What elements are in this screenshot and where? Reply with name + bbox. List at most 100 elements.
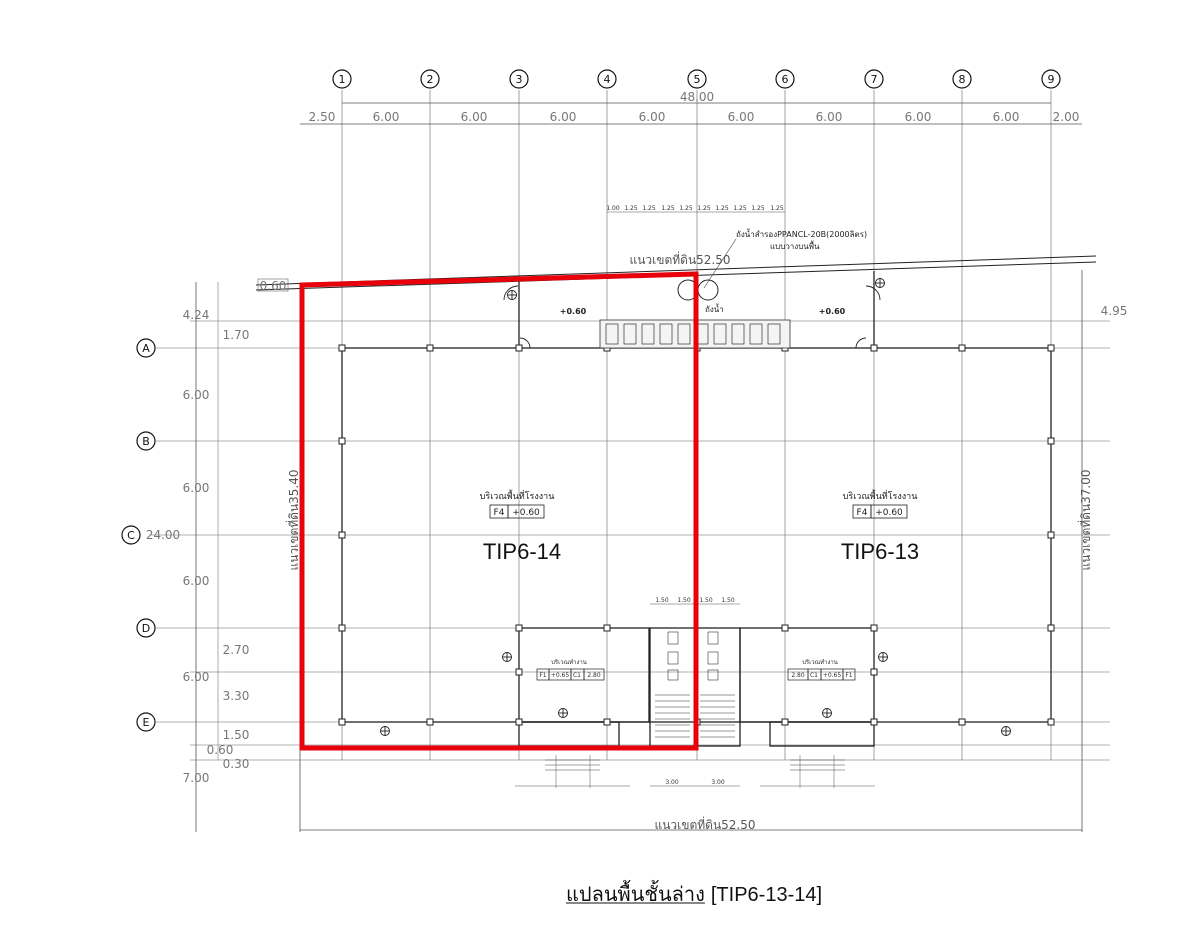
svg-text:1.50: 1.50 — [677, 597, 691, 604]
boundary-label-top: แนวเขตที่ดิน52.50 — [629, 251, 730, 267]
svg-text:1.25: 1.25 — [624, 205, 638, 212]
boundary-label-left: แนวเขตที่ดิน35.40 — [285, 469, 301, 570]
grid-bubble-col: 7 — [864, 69, 884, 89]
grid-bubble-col: 1 — [332, 69, 352, 89]
stair-core: 1.50 1.50 1.50 1.50 3.00 3.00 — [515, 597, 875, 788]
svg-text:1.25: 1.25 — [733, 205, 747, 212]
svg-text:F1: F1 — [845, 672, 852, 679]
grid-bubble-row: C — [121, 525, 141, 545]
unit-tip6-13-labels: บริเวณพื้นที่โรงงาน F4 +0.60 TIP6-13 บริ… — [787, 489, 919, 681]
svg-text:2.70: 2.70 — [223, 643, 250, 657]
grid-bubble-col: 5 — [687, 69, 707, 89]
svg-text:1.25: 1.25 — [642, 205, 656, 212]
svg-text:6.00: 6.00 — [183, 574, 210, 588]
grid-bubble-row: B — [136, 431, 156, 451]
grid-bubble-col: 4 — [597, 69, 617, 89]
svg-text:E: E — [143, 716, 150, 729]
svg-text:1.70: 1.70 — [223, 328, 250, 342]
grid-bubble-col: 2 — [420, 69, 440, 89]
svg-text:2.80: 2.80 — [791, 672, 805, 679]
svg-text:1.25: 1.25 — [697, 205, 711, 212]
svg-text:+0.60: +0.60 — [512, 508, 540, 518]
svg-text:1.50: 1.50 — [699, 597, 713, 604]
grid-bubble-row: D — [136, 618, 156, 638]
svg-text:1.50: 1.50 — [223, 728, 250, 742]
svg-text:2.00: 2.00 — [1053, 110, 1080, 124]
grid-bubble-row: A — [136, 338, 156, 358]
svg-text:48.00: 48.00 — [680, 90, 714, 104]
area-label: บริเวณพื้นที่โรงงาน — [843, 489, 918, 502]
svg-text:C1: C1 — [810, 672, 818, 679]
svg-text:6.00: 6.00 — [816, 110, 843, 124]
grid-lines — [150, 90, 1110, 761]
office-label: บริเวณทำงาน — [802, 659, 838, 666]
svg-text:+0.60: +0.60 — [560, 307, 587, 316]
grid-bubble-row: E — [136, 712, 156, 732]
svg-text:9: 9 — [1048, 73, 1055, 86]
svg-text:3.00: 3.00 — [711, 779, 725, 786]
svg-text:3.00: 3.00 — [665, 779, 679, 786]
svg-text:1.25: 1.25 — [679, 205, 693, 212]
tank-note: ถังน้ำสำรองPPANCL-20B(2000ลิตร) — [736, 228, 867, 239]
svg-text:F4: F4 — [494, 508, 505, 518]
svg-text:6.00: 6.00 — [993, 110, 1020, 124]
boundary-label-bottom: แนวเขตที่ดิน52.50 — [654, 816, 755, 832]
svg-text:0.60: 0.60 — [207, 743, 234, 757]
svg-text:0.30: 0.30 — [223, 757, 250, 771]
row-grid-markers: A B C D E — [121, 338, 156, 732]
svg-text:6: 6 — [782, 73, 789, 86]
svg-text:1.25: 1.25 — [661, 205, 675, 212]
svg-text:ถังน้ำ: ถังน้ำ — [705, 303, 724, 314]
grid-bubble-col: 3 — [509, 69, 529, 89]
svg-text:6.00: 6.00 — [461, 110, 488, 124]
tank-note-2: แบบวางบนพื้น — [770, 240, 820, 251]
svg-text:6.00: 6.00 — [373, 110, 400, 124]
boundary-label-right: แนวเขตที่ดิน37.00 — [1077, 469, 1093, 570]
svg-text:A: A — [142, 342, 150, 355]
svg-text:2: 2 — [427, 73, 434, 86]
svg-text:2.50: 2.50 — [309, 110, 336, 124]
svg-text:1.25: 1.25 — [751, 205, 765, 212]
svg-text:24.00: 24.00 — [146, 528, 180, 542]
svg-text:7: 7 — [871, 73, 878, 86]
svg-text:1.00: 1.00 — [606, 205, 620, 212]
svg-text:1.25: 1.25 — [715, 205, 729, 212]
svg-text:B: B — [142, 435, 150, 448]
svg-text:3.30: 3.30 — [223, 689, 250, 703]
svg-text:C1: C1 — [573, 672, 581, 679]
grid-bubble-col: 6 — [775, 69, 795, 89]
svg-text:1.50: 1.50 — [721, 597, 735, 604]
svg-text:6.00: 6.00 — [550, 110, 577, 124]
svg-text:6.00: 6.00 — [183, 670, 210, 684]
area-label: บริเวณพื้นที่โรงงาน — [480, 489, 555, 502]
svg-text:2.80: 2.80 — [587, 672, 601, 679]
grid-bubble-col: 9 — [1041, 69, 1061, 89]
drawing-title: แปลนพื้นชั้นล่าง[TIP6-13-14] — [566, 878, 822, 910]
svg-text:F1: F1 — [539, 672, 546, 679]
floor-plan-drawing: 1 2 3 4 5 6 7 8 9 A B C D E — [121, 69, 1127, 832]
svg-text:+0.60: +0.60 — [875, 508, 903, 518]
svg-text:5: 5 — [694, 73, 701, 86]
plan-title-thai: แปลนพื้นชั้นล่าง — [566, 882, 705, 906]
svg-text:D: D — [142, 622, 150, 635]
svg-text:6.00: 6.00 — [183, 481, 210, 495]
left-dimension-chain: 4.24 1.70 6.00 6.00 6.00 6.00 2.70 3.30 … — [146, 282, 250, 832]
svg-text:1.25: 1.25 — [770, 205, 784, 212]
svg-text:F4: F4 — [857, 508, 868, 518]
svg-text:C: C — [127, 529, 135, 542]
svg-text:6.00: 6.00 — [183, 388, 210, 402]
svg-text:4.24: 4.24 — [183, 308, 210, 322]
unit-name: TIP6-13 — [841, 539, 919, 564]
unit-highlight-outline — [299, 271, 699, 751]
svg-text:6.00: 6.00 — [905, 110, 932, 124]
unit-name: TIP6-14 — [483, 539, 561, 564]
svg-text:6.00: 6.00 — [728, 110, 755, 124]
fixture-symbols — [380, 278, 1011, 736]
svg-text:1.50: 1.50 — [655, 597, 669, 604]
plan-title-code: [TIP6-13-14] — [710, 884, 823, 906]
unit-tip6-14-labels: บริเวณพื้นที่โรงงาน F4 +0.60 TIP6-14 บริ… — [480, 489, 605, 681]
svg-text:+0.65: +0.65 — [823, 672, 842, 679]
office-label: บริเวณทำงาน — [551, 659, 587, 666]
svg-text:+0.65: +0.65 — [551, 672, 570, 679]
top-dimension-chain: 48.00 2.50 6.00 6.00 6.00 6.00 6.00 6.00… — [300, 90, 1082, 125]
